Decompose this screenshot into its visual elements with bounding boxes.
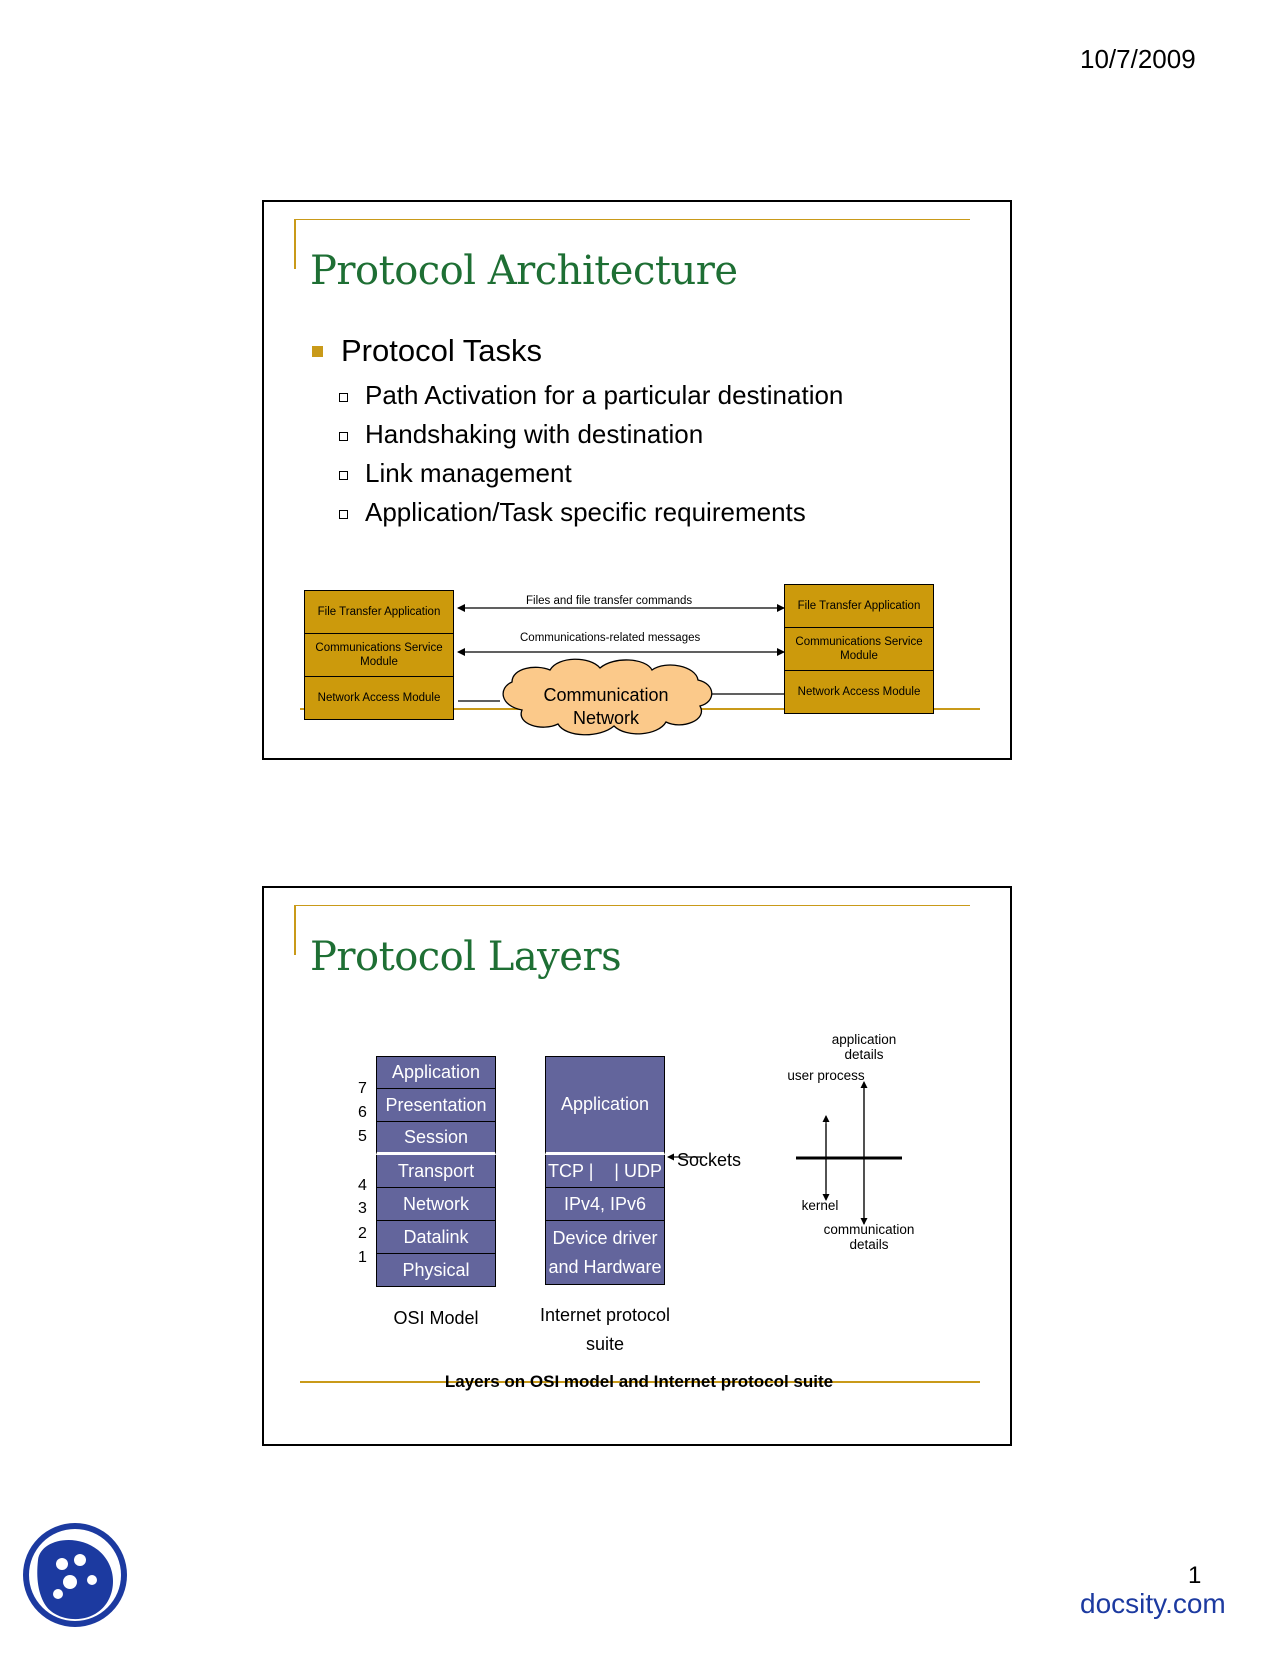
ip-layer-driver: Device driver and Hardware [545, 1221, 665, 1285]
udp-label: | UDP [614, 1160, 662, 1181]
stack-layer: Communications Service Module [785, 628, 933, 671]
user-process-label: user process [787, 1068, 865, 1083]
sub-bullet-text: Path Activation for a particular destina… [365, 380, 844, 410]
sub-bullet-item: Link management [339, 454, 843, 493]
bullet-text: Protocol Tasks [341, 333, 543, 368]
internet-protocol-stack: Application TCP | | UDP IPv4, IPv6 Devic… [545, 1056, 665, 1285]
sockets-label: Sockets [677, 1150, 742, 1170]
figure-caption: Layers on OSI model and Internet protoco… [444, 1372, 834, 1391]
osi-layer: Network [376, 1188, 496, 1221]
driver-line: and Hardware [548, 1256, 662, 1277]
osi-layer: Session [376, 1122, 496, 1155]
title-bracket-top [294, 219, 970, 220]
layer-number: 7 [358, 1080, 367, 1097]
sub-bullet-text: Link management [365, 458, 572, 488]
osi-model-stack: Application Presentation Session Transpo… [376, 1056, 496, 1287]
slide-title: Protocol Layers [310, 934, 622, 980]
comm-details-label: communication details [823, 1222, 915, 1252]
ip-layer-transport: TCP | | UDP [545, 1155, 665, 1188]
sub-bullet-text: Application/Task specific requirements [365, 497, 806, 527]
bullet-item: Protocol Tasks [312, 333, 542, 369]
stack-layer: Network Access Module [305, 677, 453, 719]
stack-layer: File Transfer Application [305, 591, 453, 634]
communication-cloud-icon [502, 658, 713, 736]
hollow-square-bullet-icon [339, 510, 348, 519]
sub-bullet-text: Handshaking with destination [365, 419, 704, 449]
page-number: 1 [1188, 1562, 1202, 1589]
title-bracket-top [294, 905, 970, 906]
layers-diagram-lines [300, 1081, 980, 1383]
kernel-label: kernel [801, 1198, 839, 1213]
stack-layer: File Transfer Application [785, 585, 933, 628]
messages-arrow-label: Communications-related messages [520, 632, 701, 644]
osi-layer: Presentation [376, 1089, 496, 1122]
stack-layer: Communications Service Module [305, 634, 453, 677]
layer-number: 2 [358, 1225, 367, 1242]
left-protocol-stack: File Transfer Application Communications… [304, 590, 454, 720]
sub-bullet-item: Path Activation for a particular destina… [339, 376, 843, 415]
slide-protocol-architecture: Protocol Architecture Protocol Tasks Pat… [262, 200, 1012, 760]
osi-caption: OSI Model [393, 1308, 479, 1328]
osi-layer: Transport [376, 1155, 496, 1188]
app-details-label: application details [831, 1032, 897, 1062]
architecture-diagram-lines [300, 604, 980, 736]
layer-number: 6 [358, 1104, 367, 1121]
layer-number: 1 [358, 1249, 367, 1266]
hollow-square-bullet-icon [339, 393, 348, 402]
files-arrow-label: Files and file transfer commands [526, 595, 693, 607]
slide-protocol-layers: Protocol Layers Application Presentation… [262, 886, 1012, 1446]
layer-number: 4 [358, 1177, 367, 1194]
osi-layer: Datalink [376, 1221, 496, 1254]
hollow-square-bullet-icon [339, 432, 348, 441]
ip-caption: Internet protocol suite [539, 1305, 671, 1354]
tcp-label: TCP | [548, 1160, 594, 1181]
hollow-square-bullet-icon [339, 471, 348, 480]
title-bracket-left [294, 219, 296, 269]
brand-link[interactable]: docsity.com [1080, 1588, 1226, 1619]
docsity-logo-icon [23, 1523, 127, 1627]
layer-number: 5 [358, 1128, 367, 1145]
title-bracket-left [294, 905, 296, 955]
slide-title: Protocol Architecture [310, 248, 738, 294]
ip-layer-application: Application [545, 1056, 665, 1155]
driver-line: Device driver [552, 1227, 658, 1248]
sub-bullet-item: Handshaking with destination [339, 415, 843, 454]
right-protocol-stack: File Transfer Application Communications… [784, 584, 934, 714]
sub-bullet-item: Application/Task specific requirements [339, 493, 843, 532]
ip-layer-network: IPv4, IPv6 [545, 1188, 665, 1221]
cloud-label: Communication Network [543, 685, 669, 728]
sub-bullet-list: Path Activation for a particular destina… [339, 376, 843, 532]
square-bullet-icon [312, 345, 323, 357]
osi-layer: Physical [376, 1254, 496, 1287]
page-date: 10/7/2009 [1080, 44, 1196, 74]
layer-number: 3 [358, 1200, 367, 1217]
osi-layer: Application [376, 1056, 496, 1089]
slide-bottom-line [300, 1381, 980, 1383]
stack-layer: Network Access Module [785, 671, 933, 713]
